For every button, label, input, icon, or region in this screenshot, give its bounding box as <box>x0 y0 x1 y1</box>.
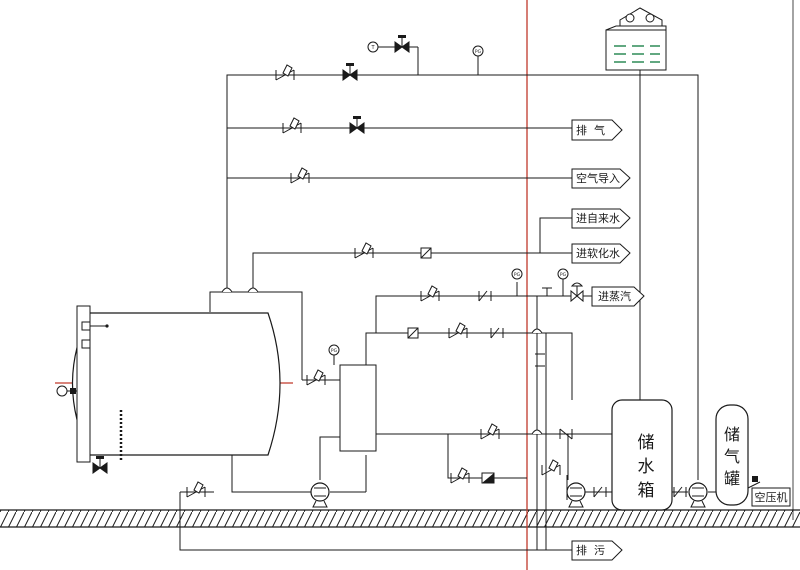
strainer-icon <box>593 486 607 498</box>
check-valve-icon[interactable] <box>541 459 561 476</box>
check-valve-icon[interactable] <box>450 467 470 484</box>
steam-trap-icon <box>542 287 552 296</box>
strainer-icon <box>478 290 492 302</box>
label-steam-inlet: 进蒸汽 <box>591 286 645 307</box>
water-storage-tank: 储 水 箱 <box>611 399 673 511</box>
water-tank-char-2: 水 <box>638 457 655 477</box>
gate-valve-icon[interactable] <box>342 62 358 81</box>
ground-hatch <box>0 510 800 527</box>
heat-exchanger-gauge-icon <box>328 344 340 356</box>
filter-icon <box>407 327 419 339</box>
air-tank-char-3: 罐 <box>724 469 740 488</box>
heat-exchanger <box>339 364 377 452</box>
pressure-gauge-icon <box>557 268 569 280</box>
check-valve-icon[interactable] <box>448 322 468 339</box>
svg-text:T: T <box>370 45 375 51</box>
gate-valve-icon[interactable] <box>394 34 410 53</box>
check-valve-icon[interactable] <box>186 481 206 498</box>
label-softened-water: 进软化水 <box>571 243 631 264</box>
horizontal-storage-tank <box>56 305 281 474</box>
drain-valve-icon[interactable] <box>92 455 108 474</box>
pump-icon[interactable] <box>566 482 586 508</box>
level-gauge-icon <box>56 385 77 397</box>
label-exhaust: 排 气 <box>571 119 623 141</box>
pressure-gauge-icon <box>511 268 523 280</box>
air-tank-char-1: 储 <box>724 425 740 444</box>
svg-text:排 气: 排 气 <box>576 123 605 137</box>
label-drain: 排 污 <box>571 540 623 561</box>
svg-text:空气导入: 空气导入 <box>576 171 620 185</box>
svg-text:排 污: 排 污 <box>576 543 605 557</box>
check-valve-icon[interactable] <box>354 242 374 259</box>
pump-icon[interactable] <box>310 482 330 508</box>
label-air-inlet: 空气导入 <box>571 168 631 189</box>
non-return-valve-icon[interactable] <box>481 472 495 484</box>
pump-icon[interactable] <box>688 482 708 508</box>
check-valve-icon[interactable] <box>420 285 440 302</box>
compressor-label: 空压机 <box>755 490 788 504</box>
strainer-icon <box>673 486 687 498</box>
svg-text:进蒸汽: 进蒸汽 <box>598 289 631 303</box>
air-tank-char-2: 气 <box>724 447 740 466</box>
safety-valve-icon: T <box>367 41 379 53</box>
label-tap-water: 进自来水 <box>571 208 631 229</box>
solenoid-valve-icon[interactable] <box>570 282 584 303</box>
check-valve-icon[interactable] <box>282 117 302 134</box>
cooling-tower <box>605 7 667 71</box>
strainer-icon <box>490 327 504 339</box>
air-compressor: 空压机 <box>747 476 791 507</box>
check-valve-icon[interactable] <box>290 167 310 184</box>
pressure-gauge-icon <box>472 45 484 57</box>
pipes <box>179 46 716 551</box>
svg-text:进软化水: 进软化水 <box>576 246 620 260</box>
check-valve-icon[interactable] <box>306 369 326 386</box>
water-tank-char-3: 箱 <box>638 481 655 501</box>
gate-valve-icon[interactable] <box>349 115 365 134</box>
check-valve-icon[interactable] <box>275 64 295 81</box>
gate-valve-icon[interactable] <box>559 428 573 440</box>
steam-trap-icon <box>535 353 545 367</box>
filter-icon <box>420 247 432 259</box>
air-storage-tank: 储 气 罐 <box>715 404 749 506</box>
check-valve-icon[interactable] <box>480 423 500 440</box>
svg-text:进自来水: 进自来水 <box>576 212 620 225</box>
water-tank-char-1: 储 <box>638 433 655 453</box>
